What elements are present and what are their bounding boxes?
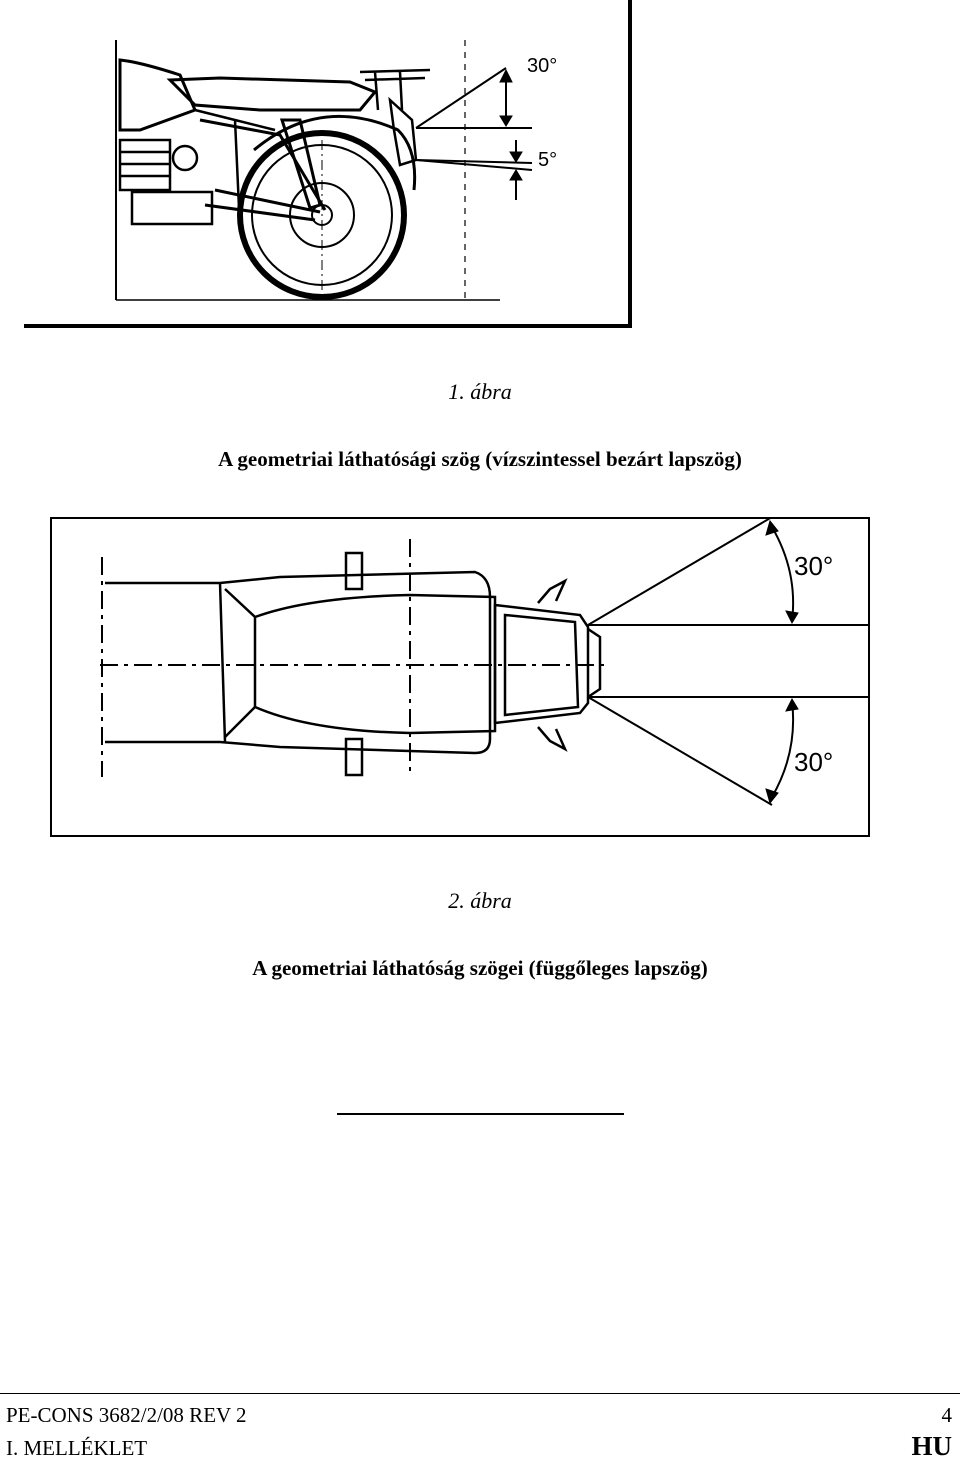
figure-1-frame: [24, 0, 632, 328]
figure-2-upper-angle-arc: [765, 519, 799, 625]
handlebar-stubs: [344, 551, 364, 777]
engine: [118, 138, 214, 226]
figure-2-motorcycle-top-view: 30° 30°: [50, 517, 870, 837]
figure-2-lower-angle-label: 30°: [794, 747, 833, 777]
figure-2-caption-title: A geometriai láthatóság szögei (függőleg…: [252, 956, 708, 980]
fuel-tank: [118, 58, 198, 132]
end-of-text-separator: [337, 1113, 624, 1115]
figure-1-angle-lines: [415, 67, 533, 171]
rear-light: [388, 96, 418, 167]
figure-1-caption-title: A geometriai láthatósági szög (vízszinte…: [218, 447, 742, 471]
footer-language: HU: [911, 1431, 953, 1461]
frame-tube: [194, 108, 276, 231]
figure-2-frame: [50, 517, 870, 837]
figure-2-angle-lines: [587, 517, 868, 806]
swing-arm: [199, 118, 327, 222]
figure-1-lower-angle-label: 5°: [538, 149, 557, 171]
footer-annex: I. MELLÉKLET: [6, 1436, 148, 1460]
footer-document-code: PE-CONS 3682/2/08 REV 2: [6, 1403, 247, 1427]
vehicle-body: [105, 570, 497, 755]
rear-wheel: [237, 130, 407, 300]
figure-2-caption-number: 2. ábra: [448, 888, 512, 913]
shock-absorber: [279, 118, 322, 210]
footer-page-number: 4: [941, 1403, 953, 1427]
rear-lamp-assembly: [493, 578, 602, 752]
figure-2-upper-angle-label: 30°: [794, 551, 833, 581]
footer-rule: [0, 1393, 960, 1394]
figure-1-caption-number: 1. ábra: [448, 379, 512, 404]
figure-1-lower-angle-arrow: [509, 140, 523, 200]
figure-2-lower-angle-arc: [765, 697, 799, 805]
seat: [166, 76, 378, 112]
luggage-rack: [359, 68, 431, 111]
rear-fender: [253, 114, 417, 191]
figure-1-motorcycle-side-view: 30° 5°: [24, 0, 632, 328]
figure-1-upper-angle-label: 30°: [527, 55, 557, 77]
figure-1-upper-angle-arrow: [499, 68, 513, 127]
